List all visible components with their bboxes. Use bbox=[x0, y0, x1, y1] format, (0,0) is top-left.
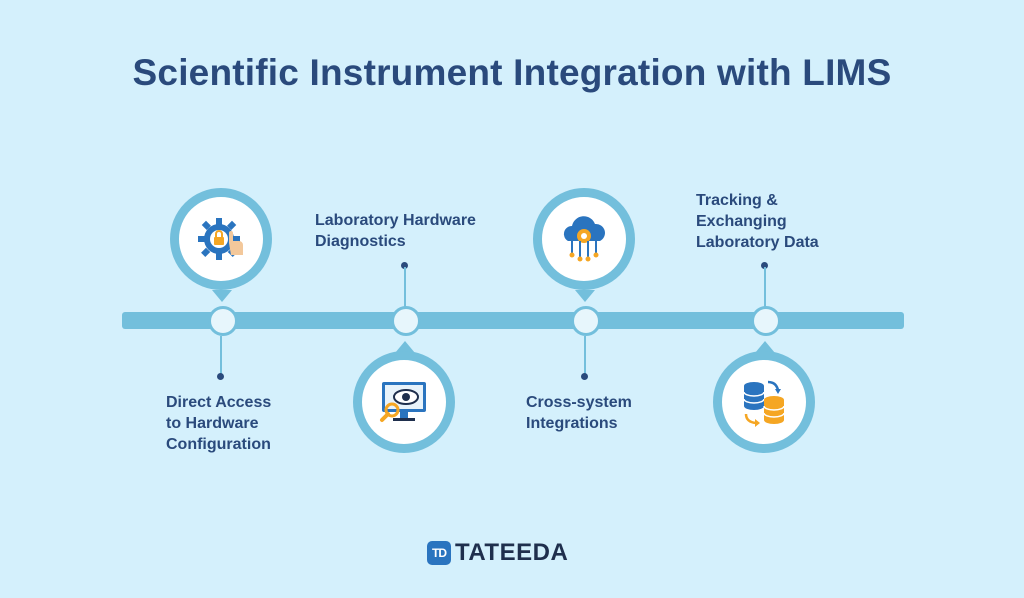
monitor-magnifier-icon bbox=[380, 382, 426, 422]
step-3-label: Cross-system Integrations bbox=[526, 394, 632, 432]
step-2-dot bbox=[401, 262, 408, 269]
brand-name: TATEEDA bbox=[455, 539, 569, 566]
step-1-stem bbox=[220, 336, 222, 376]
step-3-icon-circle bbox=[533, 188, 635, 290]
cloud-network-icon bbox=[563, 216, 605, 262]
step-4-label: Tracking & Exchanging Laboratory Data bbox=[696, 192, 819, 251]
brand-logo-mark: TD bbox=[427, 541, 451, 565]
brand-logo: TD TATEEDA bbox=[427, 539, 569, 566]
step-3-node bbox=[571, 306, 601, 336]
step-2-icon-circle bbox=[353, 351, 455, 453]
page-title: Scientific Instrument Integration with L… bbox=[132, 52, 892, 93]
gear-lock-hand-icon bbox=[198, 218, 243, 260]
step-4-pointer bbox=[755, 341, 775, 353]
step-3-dot bbox=[581, 373, 588, 380]
step-4-node bbox=[751, 306, 781, 336]
step-1-node bbox=[208, 306, 238, 336]
step-2-label: Laboratory Hardware Diagnostics bbox=[315, 212, 476, 250]
step-1-label: Direct Access to Hardware Configuration bbox=[166, 394, 272, 453]
step-2-pointer bbox=[395, 341, 415, 353]
step-1-pointer bbox=[212, 290, 232, 302]
step-4-icon-circle bbox=[713, 351, 815, 453]
step-1-dot bbox=[217, 373, 224, 380]
step-2-node bbox=[391, 306, 421, 336]
step-2-stem bbox=[404, 267, 406, 307]
step-3-stem bbox=[584, 336, 586, 376]
step-4-dot bbox=[761, 262, 768, 269]
step-1-icon-circle bbox=[170, 188, 272, 290]
step-4-stem bbox=[764, 267, 766, 307]
step-3-pointer bbox=[575, 290, 595, 302]
database-sync-icon bbox=[743, 380, 785, 427]
timeline-bar bbox=[122, 312, 904, 329]
